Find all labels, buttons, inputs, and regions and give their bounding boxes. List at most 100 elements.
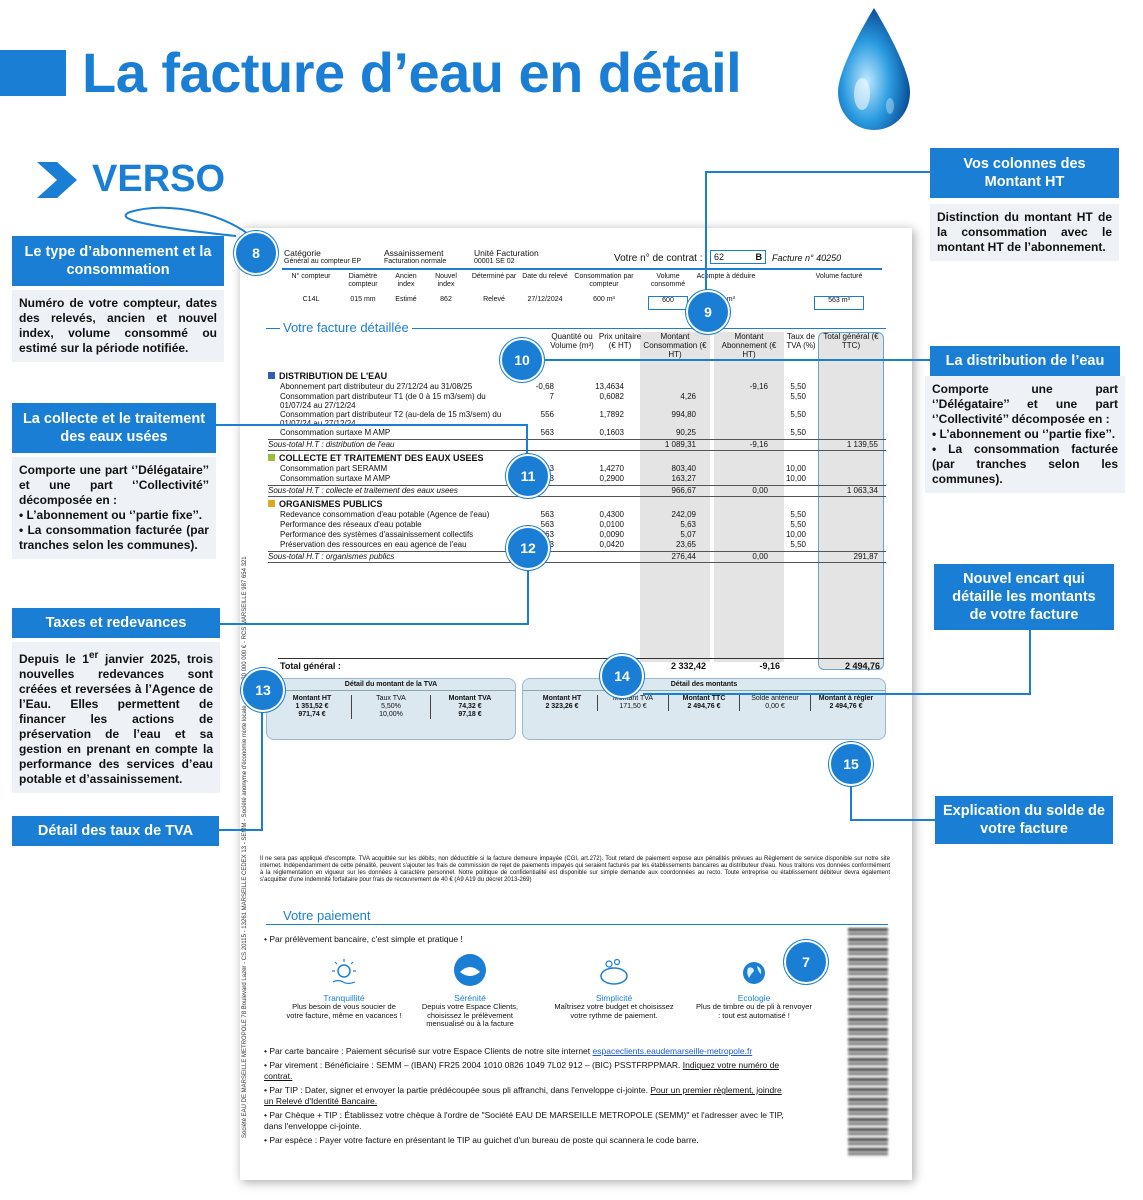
cell-qty: 563: [540, 530, 554, 539]
meter-value-cell: Estimé: [395, 296, 417, 303]
cell-subtotal-label: Sous-total H.T : distribution de l'eau: [268, 440, 395, 449]
payment-intro: • Par prélèvement bancaire, c'est simple…: [264, 934, 463, 944]
meter-header-cell: Consommation par compteur: [574, 273, 634, 288]
cell-abo: [696, 464, 768, 474]
callout-8-title: Le type d’abonnement et la consommation: [12, 236, 224, 286]
subtotal-row: Sous-total H.T : distribution de l'eau 1 …: [268, 439, 886, 451]
cell-qty: -0,68: [535, 382, 554, 391]
cell-subtotal-conso: 1 089,31: [664, 440, 696, 449]
marker-9: 9: [686, 290, 730, 334]
subtotal-row: Sous-total H.T : organismes publics 276,4…: [268, 551, 886, 563]
tip-barcode: [848, 928, 888, 1158]
tva-value: 97,18 €: [458, 711, 482, 718]
table-row: Consommation part distributeur T2 (au-de…: [268, 410, 886, 428]
espace-clients-link[interactable]: espaceclients.eaudemarseille-metropole.f…: [592, 1046, 753, 1056]
tva-header: Taux TVA: [376, 695, 406, 702]
meter-header-cell: Ancien index: [395, 273, 417, 288]
feature-label: Ecologie: [737, 993, 771, 1003]
pay-cheque-text: Par Chèque + TIP : Établissez votre chèq…: [264, 1110, 784, 1131]
tva-value: 5,50%: [381, 703, 401, 710]
pay-espece: • Par espèce : Payer votre facture en pr…: [264, 1135, 699, 1145]
marker-10: 10: [500, 338, 544, 382]
cell-label: Abonnement part distributeur du 27/12/24…: [280, 382, 473, 391]
cell-pu: 0,0090: [599, 530, 624, 539]
cell-tva: 5,50: [790, 392, 806, 401]
list-item: L’abonnement ou ‘’partie fixe’’.: [19, 508, 209, 523]
section-title: COLLECTE ET TRAITEMENT DES EAUX USEES: [279, 453, 484, 463]
cell-conso: 5,07: [680, 530, 696, 539]
table-row: Consommation part distributeur T1 (de 0 …: [268, 392, 886, 410]
cell-qty: 7: [549, 392, 554, 401]
verso-label: VERSO: [92, 158, 226, 200]
piggy-bank-icon: [600, 958, 628, 985]
cell-tva: 5,50: [790, 428, 806, 437]
contrat-number-box: 62 B: [710, 250, 766, 264]
meter-value-cell: 600 m³: [593, 296, 615, 303]
meter-header-cell: Diamètre compteur: [348, 273, 378, 288]
total-ttc: 2 494,76: [844, 661, 880, 671]
categorie-block: Catégorie Général au compteur EP: [284, 248, 361, 266]
meter-header-cell: Nouvel index: [435, 273, 457, 288]
marker-15: 15: [829, 742, 873, 786]
cell-label: Consommation part distributeur T1 (de 0 …: [280, 392, 486, 410]
callout-12-text: Depuis le 1: [19, 652, 89, 666]
section-title: DISTRIBUTION DE L'EAU: [279, 371, 388, 381]
payment-title: Votre paiement: [280, 908, 374, 923]
meter-value-cell: Relevé: [483, 296, 505, 303]
meter-value-cell: [756, 296, 806, 310]
cell-pu: 0,4300: [599, 510, 624, 519]
cell-subtotal-conso: 276,44: [671, 552, 696, 561]
callout-12-title: Taxes et redevances: [12, 608, 220, 638]
section-header: COLLECTE ET TRAITEMENT DES EAUX USEES: [268, 452, 886, 464]
cell-subtotal-label: Sous-total H.T : organismes publics: [268, 552, 395, 561]
table-row: Performance des systèmes d'assainissemen…: [268, 530, 886, 540]
callout-12-text-rest: janvier 2025, trois nouvelles redevances…: [19, 652, 214, 786]
table-row: Abonnement part distributeur du 27/12/24…: [268, 382, 886, 392]
cell-tva: 10,00: [785, 530, 806, 539]
section-rule: [266, 328, 886, 329]
section-header: ORGANISMES PUBLICS: [268, 498, 886, 510]
montant-value: 0,00 €: [765, 703, 785, 710]
total-column-bg: [818, 332, 884, 670]
tva-panel-table: Montant HT 1 351,52 € 971,74 € Taux TVA …: [267, 691, 515, 723]
total-label: Total général :: [280, 661, 341, 671]
invoice-page: Société EAU DE MARSEILLE METROPOLE 78 Bo…: [240, 228, 912, 1180]
cell-qty: 563: [540, 510, 554, 519]
feature-label: Sérénité: [454, 993, 486, 1003]
meter-header-cell: Date du relevé: [522, 273, 568, 280]
tva-header: Montant HT: [292, 695, 332, 702]
cell-conso: [624, 382, 696, 392]
cell-pu: 13,4634: [595, 382, 624, 391]
cell-conso: 90,25: [675, 428, 696, 437]
assainissement-value: Facturation normale: [384, 258, 447, 265]
pay-tip: • Par TIP : Dater, signer et envoyer la …: [264, 1085, 782, 1106]
pay-virement-note: Indiquez votre numéro de contrat.: [264, 1060, 780, 1081]
meter-value-cell: 015 mm: [350, 296, 376, 303]
cell-conso: 5,63: [680, 520, 696, 529]
cell-subtotal-abo: -9,16: [749, 440, 768, 449]
legal-text: Il ne sera pas appliqué d'escompte. TVA …: [260, 856, 890, 883]
table-row: Redevance consommation d'eau potable (Ag…: [268, 510, 886, 520]
meter-header-cell: N° compteur: [291, 273, 331, 280]
callout-10-title: La distribution de l’eau: [930, 346, 1120, 376]
cell-subtotal-label: Sous-total H.T : collecte et traitement …: [268, 486, 458, 495]
cell-conso: 994,80: [671, 410, 696, 419]
cell-pu: 1,7892: [599, 410, 624, 419]
water-drop-icon: [838, 8, 910, 130]
cell-conso: 23,65: [675, 540, 696, 549]
title-accent-bar: [0, 50, 66, 96]
list-item: L’abonnement ou ‘’partie fixe’’.: [932, 427, 1118, 442]
cell-tva: 5,50: [790, 540, 806, 549]
cell-tva: 5,50: [790, 382, 806, 391]
callout-15-title: Explication du solde de votre facture: [935, 796, 1113, 844]
callout-11-text: Comporte une part ‘’Délégataire’’ et une…: [19, 463, 209, 507]
unite-label: Unité Facturation: [474, 248, 539, 258]
callout-10-text: Comporte une part ‘’Délégataire’’ et une…: [932, 382, 1118, 426]
cell-abo: [696, 540, 768, 550]
section-title-detail: Votre facture détaillée: [280, 320, 412, 335]
cell-conso: 803,40: [671, 464, 696, 473]
callout-9-body: Distinction du montant HT de la consomma…: [930, 204, 1119, 261]
